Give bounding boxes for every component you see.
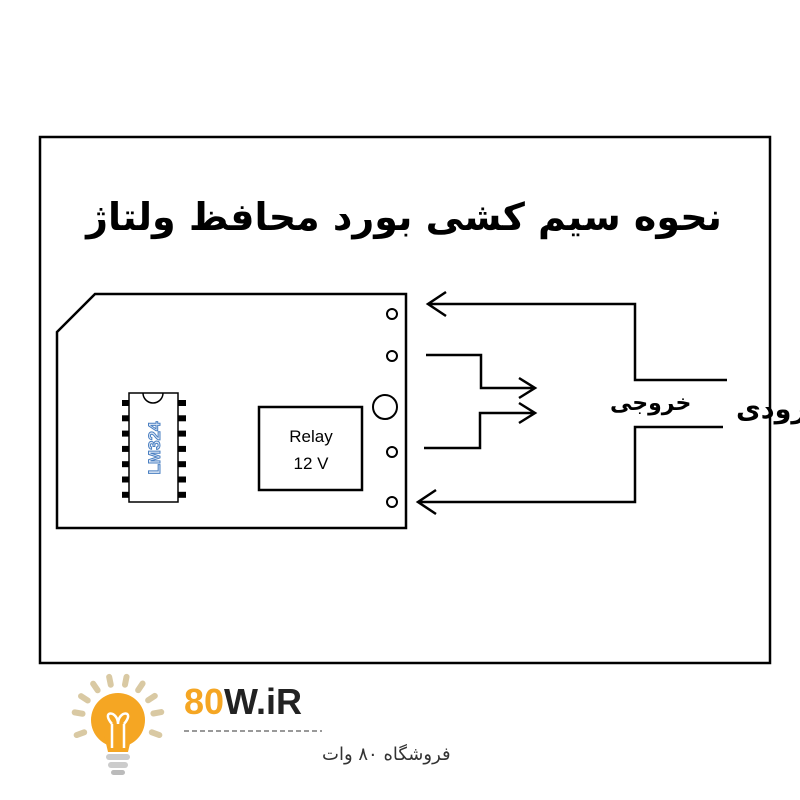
output-wire-top	[426, 353, 538, 400]
terminal-hole	[386, 446, 398, 458]
ic-pin	[178, 445, 186, 452]
relay-label: Relay	[289, 427, 333, 446]
mounting-hole	[372, 394, 398, 420]
ic-pin	[122, 445, 130, 452]
logo: 80W.iR فروشگاه ۸۰ وات	[71, 673, 451, 775]
ic-pin	[178, 491, 186, 498]
input-wire-top	[425, 290, 727, 382]
brand-name: 80W.iR	[184, 681, 302, 722]
bulb-ray	[145, 692, 158, 704]
ic-label: LM324	[145, 421, 164, 474]
ic-body	[128, 392, 179, 503]
ic-pin	[122, 476, 130, 483]
ic-pin	[122, 430, 130, 437]
terminal-holes	[372, 308, 398, 508]
bulb-ray	[90, 680, 101, 694]
ic-chip: LM324	[122, 392, 186, 503]
pcb-board	[55, 292, 408, 530]
bulb-ray	[150, 709, 165, 717]
diagram-frame	[38, 135, 772, 665]
input-label: ورودی	[736, 394, 800, 425]
bulb-ray	[78, 693, 91, 704]
ic-pin	[122, 461, 130, 468]
ic-pin	[178, 476, 186, 483]
terminal-hole	[386, 496, 398, 508]
ic-pin	[122, 491, 130, 498]
brand-tagline: فروشگاه ۸۰ وات	[322, 743, 451, 765]
output-wire-bottom	[424, 401, 538, 450]
relay-voltage: 12 V	[294, 454, 330, 473]
ic-pin	[178, 400, 186, 406]
ic-pin	[178, 461, 186, 468]
ic-pin	[178, 430, 186, 437]
ic-notch	[142, 392, 164, 404]
ic-pins	[122, 400, 186, 498]
output-label: خروجی	[610, 391, 691, 416]
bulb-ray	[135, 680, 146, 694]
bulb-ray	[73, 729, 88, 739]
bulb-ray	[148, 729, 163, 739]
bulb-ray	[121, 673, 130, 688]
relay-box	[257, 405, 364, 492]
bulb-ray	[71, 709, 86, 717]
ic-pin	[178, 415, 186, 422]
terminal-hole	[386, 308, 398, 320]
ic-pin	[122, 400, 130, 406]
input-wire-bottom	[415, 425, 723, 516]
bulb-ray	[106, 673, 114, 688]
page-title: نحوه سیم کشی بورد محافظ ولتاژ	[84, 195, 722, 240]
terminal-hole	[386, 350, 398, 362]
ic-pin	[122, 415, 130, 422]
bulb-rays	[71, 673, 165, 739]
